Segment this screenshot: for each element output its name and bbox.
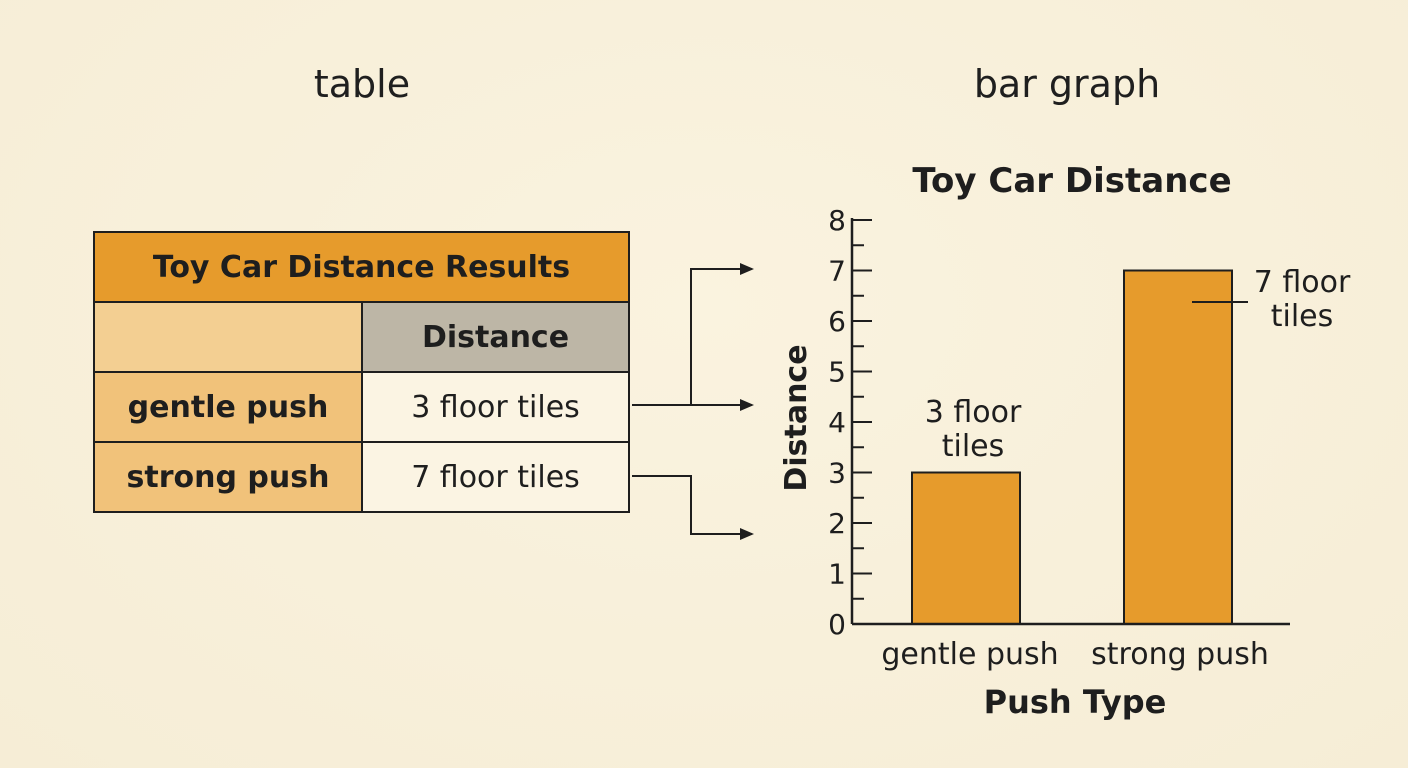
axes xyxy=(850,218,1290,626)
row-value-gentle-push: 3 floor tiles xyxy=(361,371,630,443)
bar-chart: Toy Car Distance Distance Push Type 0 1 2 3… xyxy=(779,161,1351,721)
row-label-gentle-push: gentle push xyxy=(93,371,363,443)
bar-strong-push xyxy=(1123,269,1233,625)
y-tick-label: 7 xyxy=(828,255,846,288)
table-row: strong push 7 floor tiles xyxy=(93,441,630,513)
y-tick-label: 3 xyxy=(828,457,846,490)
y-tick-label: 1 xyxy=(828,558,846,591)
bar-graph-heading: bar graph xyxy=(973,62,1161,106)
arrow-lower xyxy=(632,475,754,540)
table-corner-cell xyxy=(93,301,363,373)
x-tick-label: strong push xyxy=(1091,637,1269,672)
y-tick-label: 0 xyxy=(828,608,846,641)
table-title: Toy Car Distance Results xyxy=(93,231,630,303)
y-axis-label: Distance xyxy=(779,344,814,491)
table-heading: table xyxy=(313,62,411,106)
row-value-strong-push: 7 floor tiles xyxy=(361,441,630,513)
y-tick-label: 2 xyxy=(828,507,846,540)
results-table: Toy Car Distance Results Distance gentle… xyxy=(93,231,630,513)
table-title-row: Toy Car Distance Results xyxy=(93,231,630,303)
row-label-strong-push: strong push xyxy=(93,441,363,513)
y-tick-label: 4 xyxy=(828,406,846,439)
x-axis-label: Push Type xyxy=(984,683,1167,721)
column-header-distance: Distance xyxy=(361,301,630,373)
table-row: gentle push 3 floor tiles xyxy=(93,371,630,443)
y-tick-label: 8 xyxy=(828,204,846,237)
y-axis: 0 1 2 3 4 5 6 7 8 xyxy=(828,204,872,641)
bar-gentle-push xyxy=(911,471,1021,625)
table-header-row: Distance xyxy=(93,301,630,373)
chart-title: Toy Car Distance xyxy=(912,161,1231,201)
x-tick-label: gentle push xyxy=(881,637,1058,672)
y-tick-label: 6 xyxy=(828,305,846,338)
y-tick-label: 5 xyxy=(828,356,846,389)
arrow-upper xyxy=(690,263,754,405)
